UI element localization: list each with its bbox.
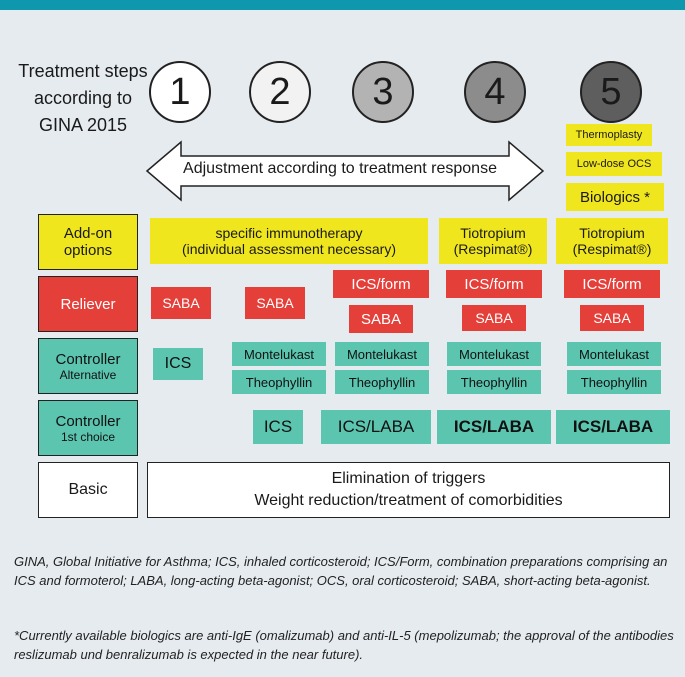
controller-first-label-line-1: Controller <box>55 412 121 430</box>
montelukast-step4: Montelukast <box>447 342 541 366</box>
arrow-label: Adjustment according to treatment respon… <box>183 160 497 177</box>
controller-first-step4-text: ICS/LABA <box>453 417 535 436</box>
montelukast-step4-text: Montelukast <box>458 346 530 362</box>
controller-alt-step1-text: ICS <box>164 355 192 372</box>
reliever-step3-icsform: ICS/form <box>333 270 429 298</box>
montelukast-step5-text: Montelukast <box>578 346 650 362</box>
montelukast-step3-text: Montelukast <box>346 346 418 362</box>
theophyllin-step4-text: Theophyllin <box>460 374 528 390</box>
reliever-row-label: Reliever <box>38 276 138 332</box>
thermoplasty-label: Thermoplasty <box>575 129 643 141</box>
montelukast-step5: Montelukast <box>567 342 661 366</box>
step-4-circle: 4 <box>464 61 526 123</box>
controller-first-step2-ics: ICS <box>253 410 303 444</box>
controller-first-step2-text: ICS <box>263 417 293 436</box>
addon-row-label: Add-on options <box>38 214 138 270</box>
low-dose-ocs-label: Low-dose OCS <box>576 158 652 170</box>
abbreviations-footnote: GINA, Global Initiative for Asthma; ICS,… <box>14 554 668 588</box>
theophyllin-step3: Theophyllin <box>335 370 429 394</box>
basic-text-line-2: Weight reduction/treatment of comorbidit… <box>254 492 563 509</box>
controller-alt-label-line-2: Alternative <box>59 367 117 382</box>
controller-alt-row-label: Controller Alternative <box>38 338 138 394</box>
basic-measures-box: Elimination of triggers Weight reduction… <box>147 462 670 518</box>
step-5-number: 5 <box>600 70 622 113</box>
step-5-circle: 5 <box>580 61 642 123</box>
reliever-step2-text: SABA <box>256 295 294 311</box>
step-1-number: 1 <box>169 70 191 113</box>
biologics-footnote: *Currently available biologics are anti-… <box>14 628 674 662</box>
low-dose-ocs-box: Low-dose OCS <box>566 152 662 176</box>
step-3-circle: 3 <box>352 61 414 123</box>
title-line-3: GINA 2015 <box>38 115 128 135</box>
controller-first-step5-text: ICS/LABA <box>572 417 654 436</box>
theophyllin-step3-text: Theophyllin <box>348 374 416 390</box>
tiotropium-step5-box: Tiotropium (Respimat®) <box>556 218 668 264</box>
basic-row-label: Basic <box>38 462 138 518</box>
theophyllin-step5: Theophyllin <box>567 370 661 394</box>
step-4-number: 4 <box>484 70 506 113</box>
title-line-1: Treatment steps <box>18 61 148 81</box>
controller-first-step4-icslaba: ICS/LABA <box>437 410 551 444</box>
reliever-step3a-text: ICS/form <box>351 275 411 293</box>
reliever-step4b-text: SABA <box>475 310 513 326</box>
reliever-step5b-text: SABA <box>593 310 631 326</box>
biologics-label: Biologics * <box>579 188 651 206</box>
controller-alt-step1-ics: ICS <box>153 348 203 380</box>
montelukast-step2: Montelukast <box>232 342 326 366</box>
reliever-step1-saba: SABA <box>151 287 211 319</box>
immunotherapy-line-2: (individual assessment necessary) <box>182 241 396 257</box>
basic-text-line-1: Elimination of triggers <box>331 470 486 487</box>
reliever-step4a-text: ICS/form <box>464 275 524 293</box>
reliever-step2-saba: SABA <box>245 287 305 319</box>
double-arrow-icon <box>145 140 545 202</box>
controller-first-step5-icslaba: ICS/LABA <box>556 410 670 444</box>
biologics-box: Biologics * <box>566 183 664 211</box>
reliever-step4-icsform: ICS/form <box>446 270 542 298</box>
tiotropium-step5-line-1: Tiotropium <box>579 225 645 241</box>
tiotropium-step4-box: Tiotropium (Respimat®) <box>439 218 547 264</box>
tiotropium-step5-line-2: (Respimat®) <box>572 241 652 257</box>
reliever-step4-saba: SABA <box>462 305 526 331</box>
reliever-step1-text: SABA <box>162 295 200 311</box>
step-3-number: 3 <box>372 70 394 113</box>
reliever-step5-saba: SABA <box>580 305 644 331</box>
reliever-label-text: Reliever <box>60 295 116 313</box>
title-line-2: according to <box>33 88 133 108</box>
reliever-step5a-text: ICS/form <box>582 275 642 293</box>
addon-label-line-2: options <box>63 242 113 259</box>
theophyllin-step2-text: Theophyllin <box>245 374 313 390</box>
controller-alt-label-line-1: Controller <box>55 350 121 368</box>
immunotherapy-line-1: specific immunotherapy <box>215 225 363 241</box>
diagram-title: Treatment steps according to GINA 2015 <box>8 58 158 139</box>
theophyllin-step2: Theophyllin <box>232 370 326 394</box>
controller-first-step3-icslaba: ICS/LABA <box>321 410 431 444</box>
montelukast-step3: Montelukast <box>335 342 429 366</box>
thermoplasty-box: Thermoplasty <box>566 124 652 146</box>
theophyllin-step5-text: Theophyllin <box>580 374 648 390</box>
tiotropium-step4-line-1: Tiotropium <box>460 225 526 241</box>
tiotropium-step4-line-2: (Respimat®) <box>453 241 533 257</box>
controller-first-label-line-2: 1st choice <box>60 429 116 444</box>
step-2-number: 2 <box>269 70 291 113</box>
controller-first-row-label: Controller 1st choice <box>38 400 138 456</box>
basic-label-text: Basic <box>68 481 108 498</box>
step-2-circle: 2 <box>249 61 311 123</box>
reliever-step5-icsform: ICS/form <box>564 270 660 298</box>
top-accent-bar <box>0 0 685 10</box>
reliever-step3-saba: SABA <box>349 305 413 333</box>
immunotherapy-box: specific immunotherapy (individual asses… <box>150 218 428 264</box>
step-1-circle: 1 <box>149 61 211 123</box>
montelukast-step2-text: Montelukast <box>243 346 315 362</box>
controller-first-step3-text: ICS/LABA <box>337 417 415 436</box>
reliever-step3b-text: SABA <box>360 310 402 328</box>
addon-label-line-1: Add-on <box>63 225 113 242</box>
theophyllin-step4: Theophyllin <box>447 370 541 394</box>
